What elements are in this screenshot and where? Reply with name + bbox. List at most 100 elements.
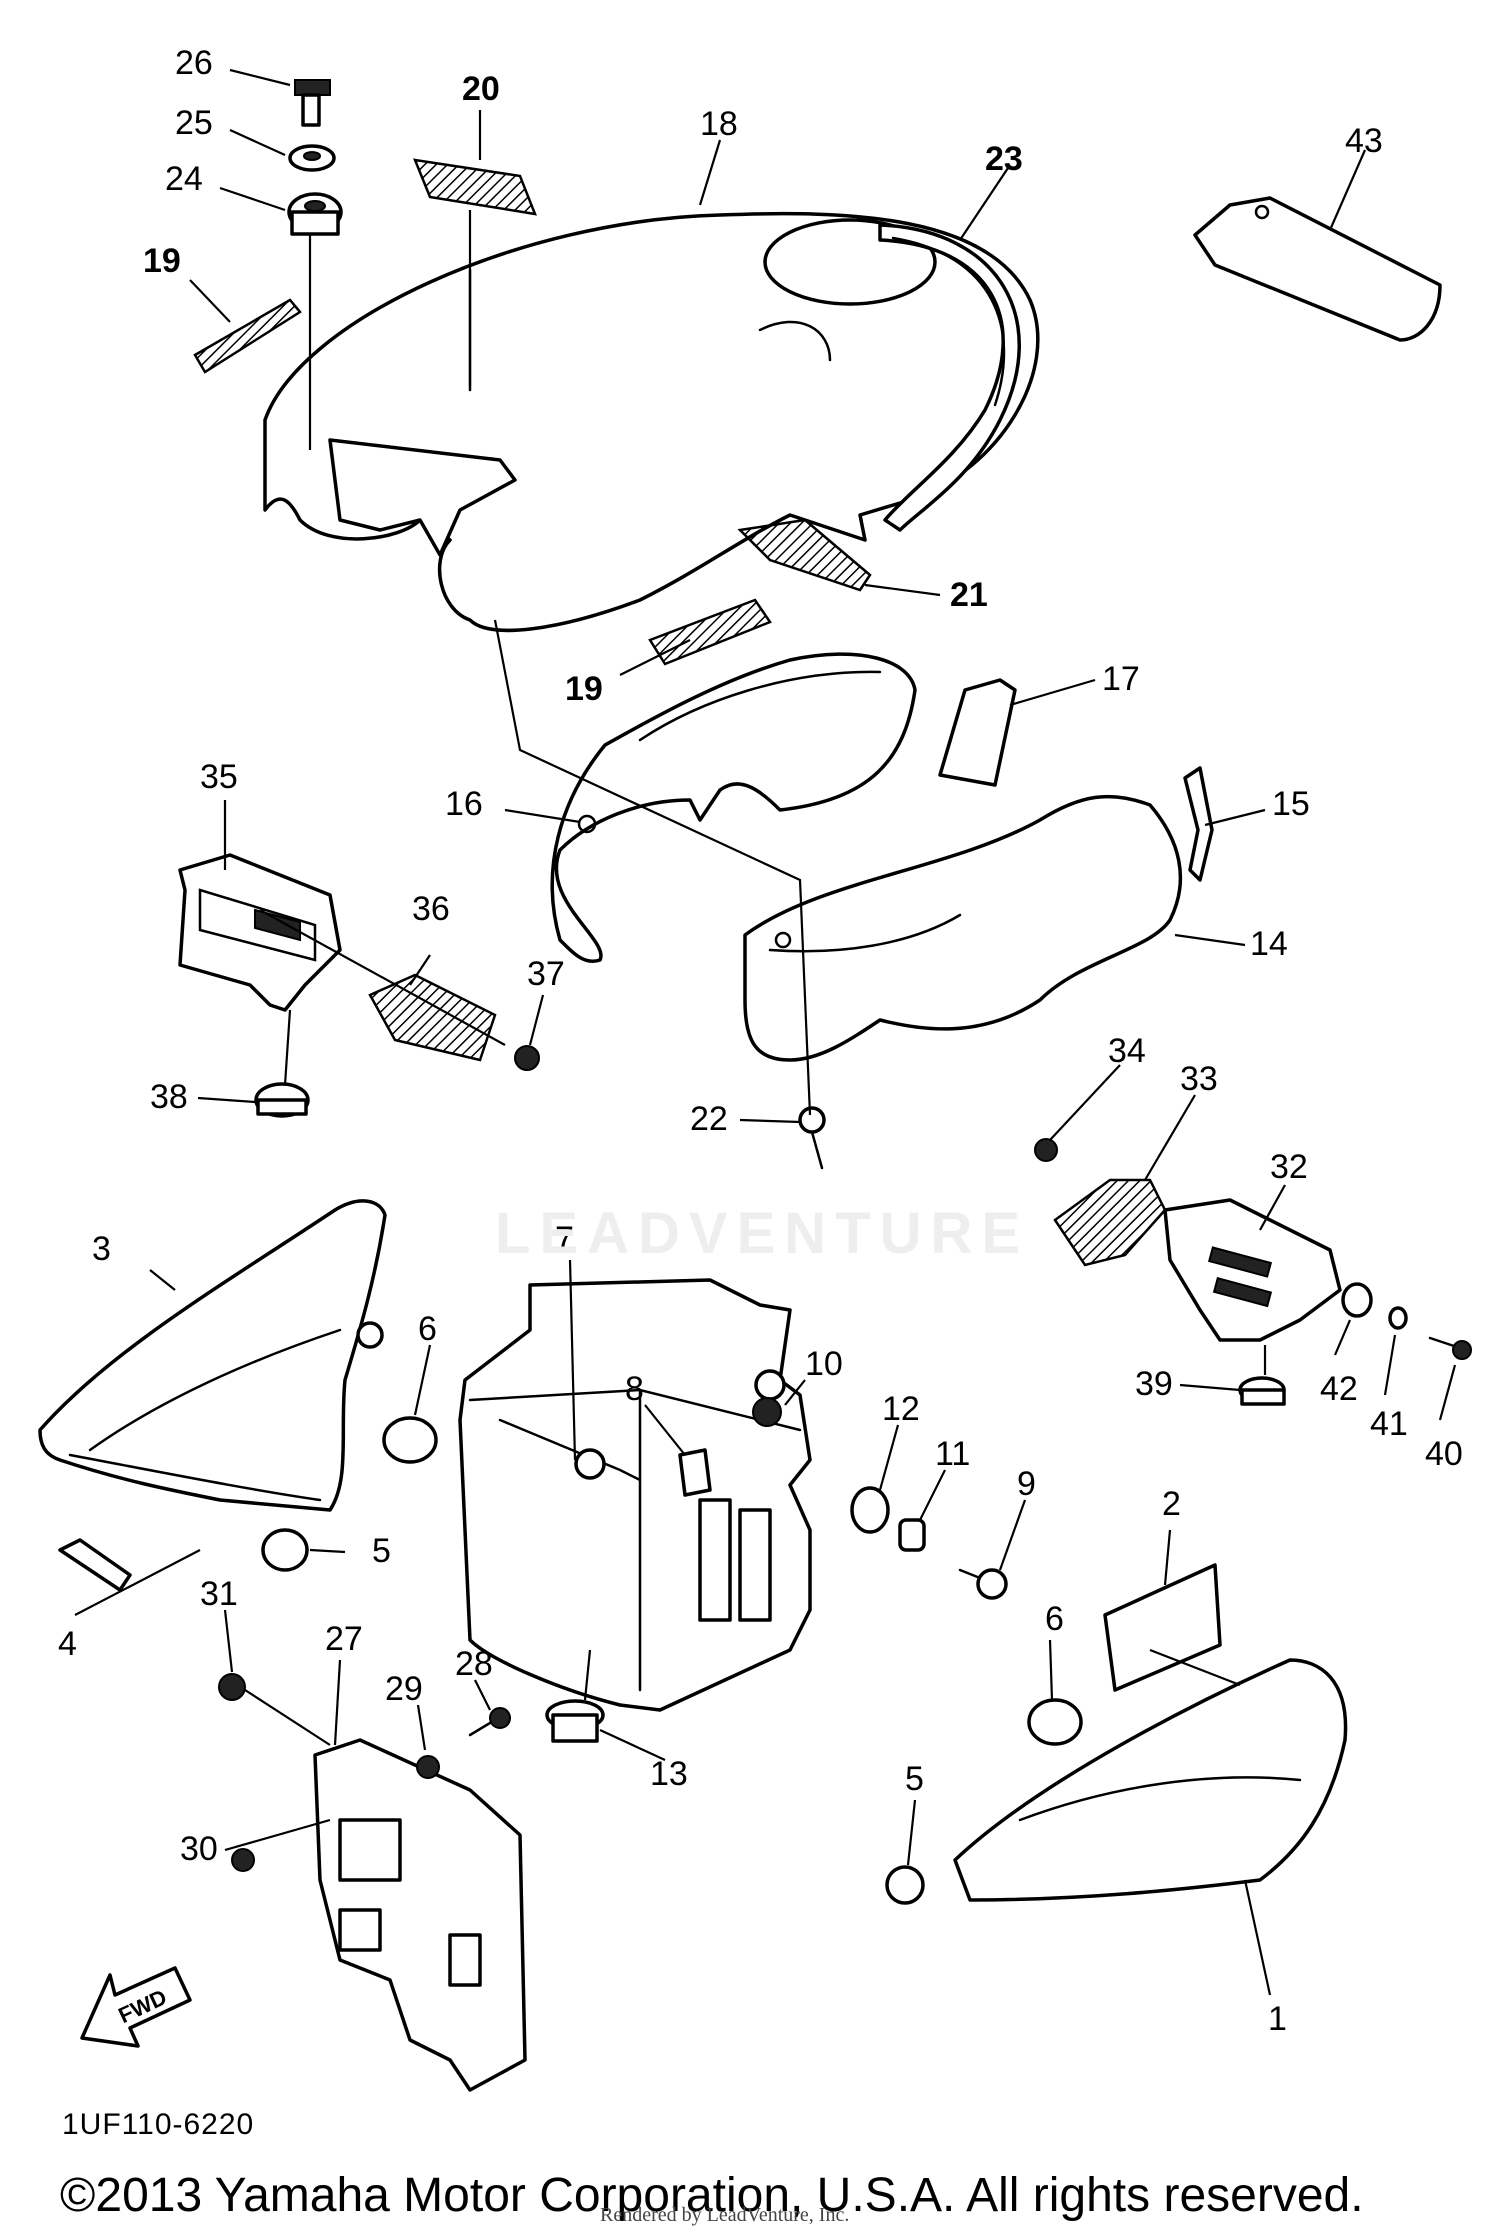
plate-27-part	[313, 1738, 527, 2092]
grommet-10-part	[752, 1397, 782, 1427]
callout-21: 21	[950, 576, 988, 614]
right-side-cover-part	[953, 1658, 1348, 1902]
callout-18: 18	[700, 105, 738, 143]
nut-30-part	[231, 1848, 255, 1872]
callout-10: 10	[805, 1345, 843, 1383]
callout-41: 41	[1370, 1405, 1408, 1443]
callout-34: 34	[1108, 1032, 1146, 1070]
callout-27: 27	[325, 1620, 363, 1658]
side-strip-upper-part	[193, 298, 302, 374]
grommet-12-part	[850, 1486, 890, 1534]
callout-36: 36	[412, 890, 450, 928]
callout-14: 14	[1250, 925, 1288, 963]
callout-43: 43	[1345, 122, 1383, 160]
grommet-24-part	[287, 192, 343, 236]
grommet-38-part	[254, 1082, 310, 1118]
callout-numbers: 26 25 24 20 18 23 43 19 21 19 17 16 15 1…	[58, 44, 1463, 2038]
callout-32: 32	[1270, 1148, 1308, 1186]
tank-band-part	[737, 518, 872, 592]
footer-overlay-text: Rendered by LeadVenture, Inc.	[600, 2204, 850, 2226]
callout-9: 9	[1017, 1465, 1036, 1503]
callout-40: 40	[1425, 1435, 1463, 1473]
grommet-6-right-part	[1027, 1698, 1083, 1746]
callout-8: 8	[625, 1370, 644, 1408]
grommet-39-part	[1238, 1376, 1286, 1406]
callout-38: 38	[150, 1078, 188, 1116]
callout-15: 15	[1272, 785, 1310, 823]
tank-trim-strip-part	[878, 223, 1021, 532]
bolt-26-part	[294, 79, 331, 127]
callout-31: 31	[200, 1575, 238, 1613]
callout-25: 25	[175, 104, 213, 142]
screw-22-part	[798, 1106, 826, 1170]
callout-29: 29	[385, 1670, 423, 1708]
clip-15-part	[1183, 766, 1214, 882]
callout-28: 28	[455, 1645, 493, 1683]
callout-23: 23	[985, 140, 1023, 178]
callout-7: 7	[555, 1220, 574, 1258]
side-cover-14-part	[743, 794, 1183, 1062]
callout-11: 11	[935, 1435, 970, 1473]
bracket-35-part	[178, 853, 342, 1012]
callout-26: 26	[175, 44, 213, 82]
clip-8-part	[678, 1448, 712, 1497]
callout-5-right: 5	[905, 1760, 924, 1798]
callout-19-lower: 19	[565, 670, 603, 708]
nut-31-part	[218, 1673, 246, 1701]
bolt-9-part	[958, 1568, 1008, 1600]
base-pad-part	[938, 678, 1017, 787]
washer-25-part	[288, 144, 336, 172]
callout-6-left: 6	[418, 1310, 437, 1348]
clip-4-part	[58, 1538, 132, 1592]
callout-19-upper: 19	[143, 242, 181, 280]
leader-lines	[74, 68, 1457, 1996]
callout-24: 24	[165, 160, 203, 198]
callout-1: 1	[1268, 2000, 1287, 2038]
washer-41-part	[1388, 1306, 1408, 1330]
nut-37-part	[514, 1045, 540, 1071]
callout-16: 16	[445, 785, 483, 823]
callout-42: 42	[1320, 1370, 1358, 1408]
left-side-cover-part	[38, 1199, 387, 1512]
nut-29-part	[416, 1755, 440, 1779]
nut-34-part	[1034, 1138, 1058, 1162]
watermark-text: LEADVENTURE	[495, 1201, 1030, 1266]
emblem-part	[413, 158, 537, 216]
tank-pad-part	[1193, 196, 1442, 342]
callout-39: 39	[1135, 1365, 1173, 1403]
bolt-28-part	[468, 1707, 511, 1737]
grommet-5-right-part	[885, 1865, 925, 1905]
battery-box-part	[458, 1278, 812, 1712]
callout-20: 20	[462, 70, 500, 108]
callout-22: 22	[690, 1100, 728, 1138]
callout-5-left: 5	[372, 1532, 391, 1570]
callout-3: 3	[92, 1230, 111, 1268]
reflector-33-part	[1053, 1178, 1167, 1267]
fwd-arrow-icon: FWD	[80, 1966, 192, 2048]
bracket-32-part	[1163, 1198, 1342, 1342]
grommet-42-part	[1341, 1282, 1373, 1318]
callout-4: 4	[58, 1625, 77, 1663]
diagram-code: 1UF110-6220	[62, 2108, 255, 2141]
callout-6-right: 6	[1045, 1600, 1064, 1638]
grommet-5-left-part	[261, 1528, 309, 1572]
grommet-6-left-part	[382, 1416, 438, 1464]
callout-12: 12	[882, 1390, 920, 1428]
plate-2-part	[1103, 1563, 1222, 1692]
callout-37: 37	[527, 955, 565, 993]
grommet-13-part	[545, 1699, 605, 1743]
callout-35: 35	[200, 758, 238, 796]
tank-cover-part	[263, 211, 1040, 633]
tank-base-part	[550, 652, 917, 963]
copyright-notice: ©2013 Yamaha Motor Corporation, U.S.A. A…	[60, 2169, 1364, 2222]
reflector-36-part	[368, 973, 497, 1062]
callout-33: 33	[1180, 1060, 1218, 1098]
callout-13: 13	[650, 1755, 688, 1793]
side-emblem-lower-part	[648, 598, 772, 666]
callout-17: 17	[1102, 660, 1140, 698]
collar-11-part	[898, 1518, 926, 1552]
callout-30: 30	[180, 1830, 218, 1868]
bolt-40-part	[1428, 1336, 1472, 1360]
callout-2: 2	[1162, 1485, 1181, 1523]
